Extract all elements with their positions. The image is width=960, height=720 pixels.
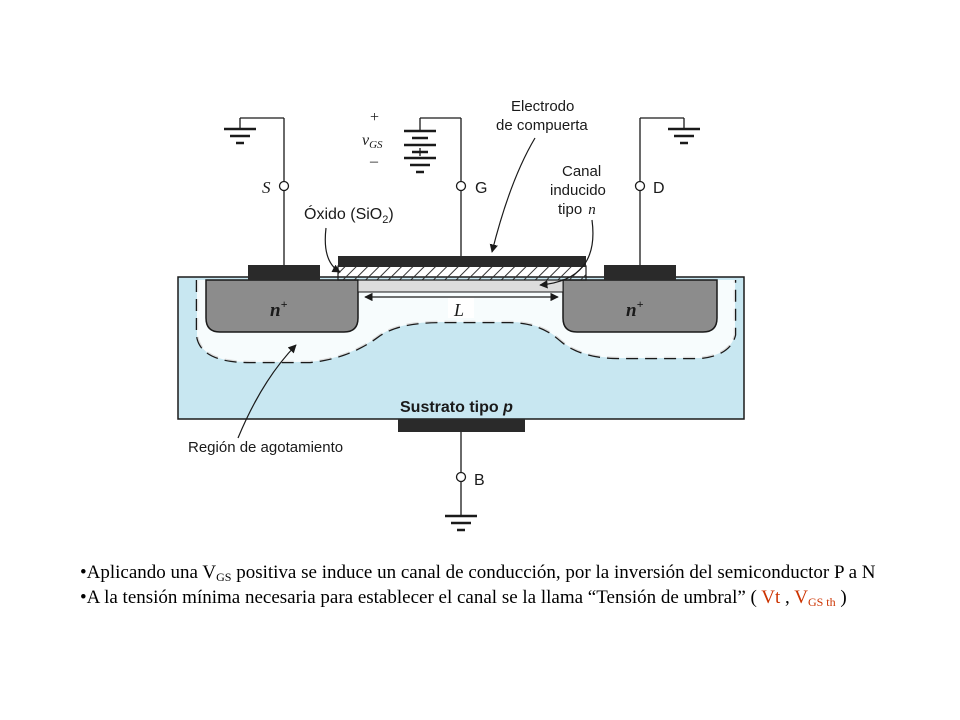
gate-electrode-pointer <box>489 137 536 253</box>
vgs-minus-sign: – <box>369 153 379 170</box>
oxide-label: Óxido (SiO2) <box>304 204 394 226</box>
depletion-pointer <box>237 344 297 439</box>
bullet-1: •Aplicando una VGS positiva se induce un… <box>80 562 876 584</box>
depletion-region-label: Región de agotamiento <box>188 439 343 456</box>
source-ground-icon <box>224 127 256 145</box>
explanation-bullets: •Aplicando una VGS positiva se induce un… <box>80 560 900 610</box>
body-terminal-label: B <box>474 472 485 489</box>
drain-contact <box>604 265 676 280</box>
n-plus-source-label: n+ <box>270 297 288 321</box>
n-plus-source-region <box>205 279 359 333</box>
drain-ground-icon <box>668 127 700 145</box>
body-ground-icon <box>445 514 477 532</box>
vgs-plus-sign: + <box>370 109 379 126</box>
mosfet-cross-section-diagram: L n+ n+ Sustrato tipo p <box>177 98 745 532</box>
drain-wiring <box>634 117 685 265</box>
gate-electrode <box>338 256 586 267</box>
induced-channel <box>357 279 564 293</box>
n-plus-drain-label: n+ <box>626 297 644 321</box>
bullet-2: •A la tensión mínima necesaria para esta… <box>80 587 847 609</box>
drain-terminal-label: D <box>653 180 665 197</box>
oxide-pointer <box>324 227 341 273</box>
gate-wiring <box>419 117 467 256</box>
gate-ground-icon <box>404 156 436 174</box>
source-terminal-label: S <box>262 178 271 197</box>
source-contact <box>248 265 320 280</box>
n-plus-drain-region <box>562 279 718 333</box>
substrate-label: Sustrato tipo p <box>400 399 513 416</box>
body-wiring <box>455 432 467 515</box>
source-wiring <box>239 117 290 265</box>
induced-channel-pointer <box>539 219 594 289</box>
body-contact <box>398 419 525 432</box>
vgs-battery-icon <box>404 129 436 154</box>
vgs-label: vGS <box>362 132 383 151</box>
gate-oxide <box>337 265 587 281</box>
gate-electrode-label: Electrodo de compuerta <box>496 98 588 134</box>
gate-terminal-label: G <box>475 180 487 197</box>
channel-length-label: L <box>453 300 464 320</box>
